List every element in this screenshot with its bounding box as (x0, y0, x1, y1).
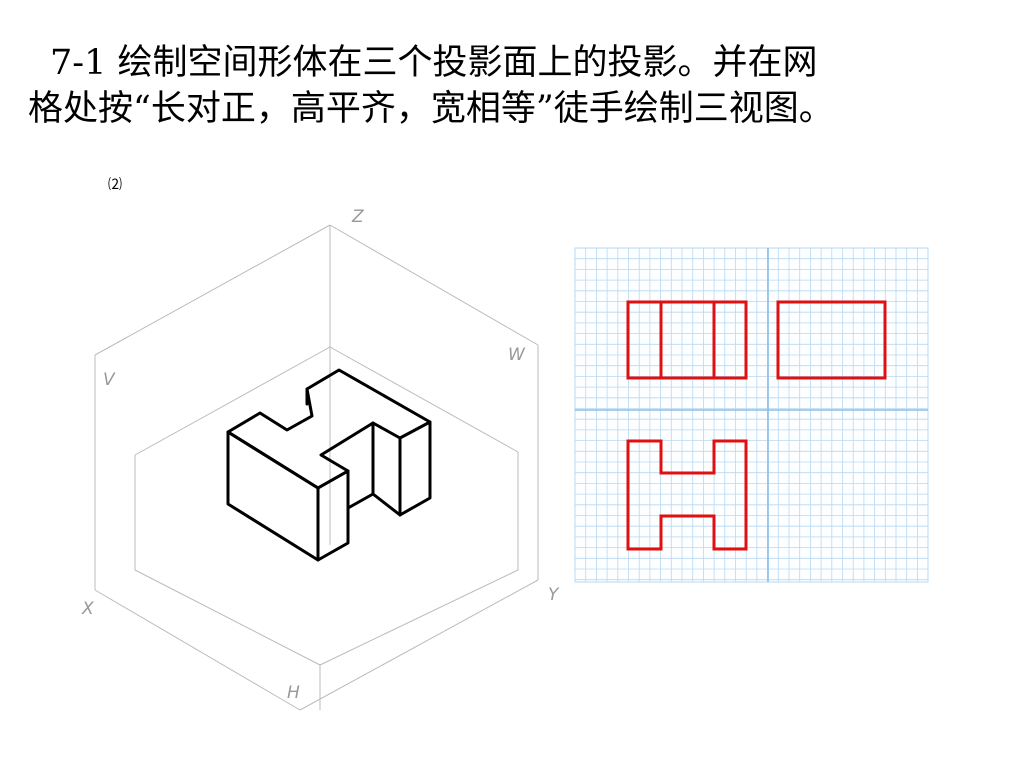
problem-statement-line-1: 7-1 绘制空间形体在三个投影面上的投影。并在网 (50, 43, 818, 83)
solid-rear-wing-end-face (398, 420, 432, 517)
plane-label-v: V (103, 370, 116, 390)
grid-paper (574, 247, 929, 583)
solid-rear-wing-front-face (371, 421, 402, 517)
plane-label-h: H (287, 683, 300, 703)
solid-front-face (226, 430, 320, 562)
plane-label-w: W (508, 345, 526, 365)
front-view (626, 300, 748, 380)
three-views (626, 300, 887, 551)
axis-label-x: X (81, 599, 94, 619)
subfigure-label: ⑵ (108, 177, 122, 193)
top-view-h-shape (626, 439, 748, 551)
side-view (776, 300, 887, 380)
solid-end-face (316, 469, 350, 562)
h-shaped-solid (226, 368, 432, 562)
problem-statement: 7-1 绘制空间形体在三个投影面上的投影。并在网 格处按“长对正，高平齐，宽相等… (28, 40, 1018, 132)
problem-statement-line-2: 格处按“长对正，高平齐，宽相等”徒手绘制三视图。 (28, 89, 834, 129)
axis-label-z: Z (351, 207, 364, 227)
projection-planes-frame (94, 224, 539, 711)
axis-label-y: Y (548, 585, 560, 605)
